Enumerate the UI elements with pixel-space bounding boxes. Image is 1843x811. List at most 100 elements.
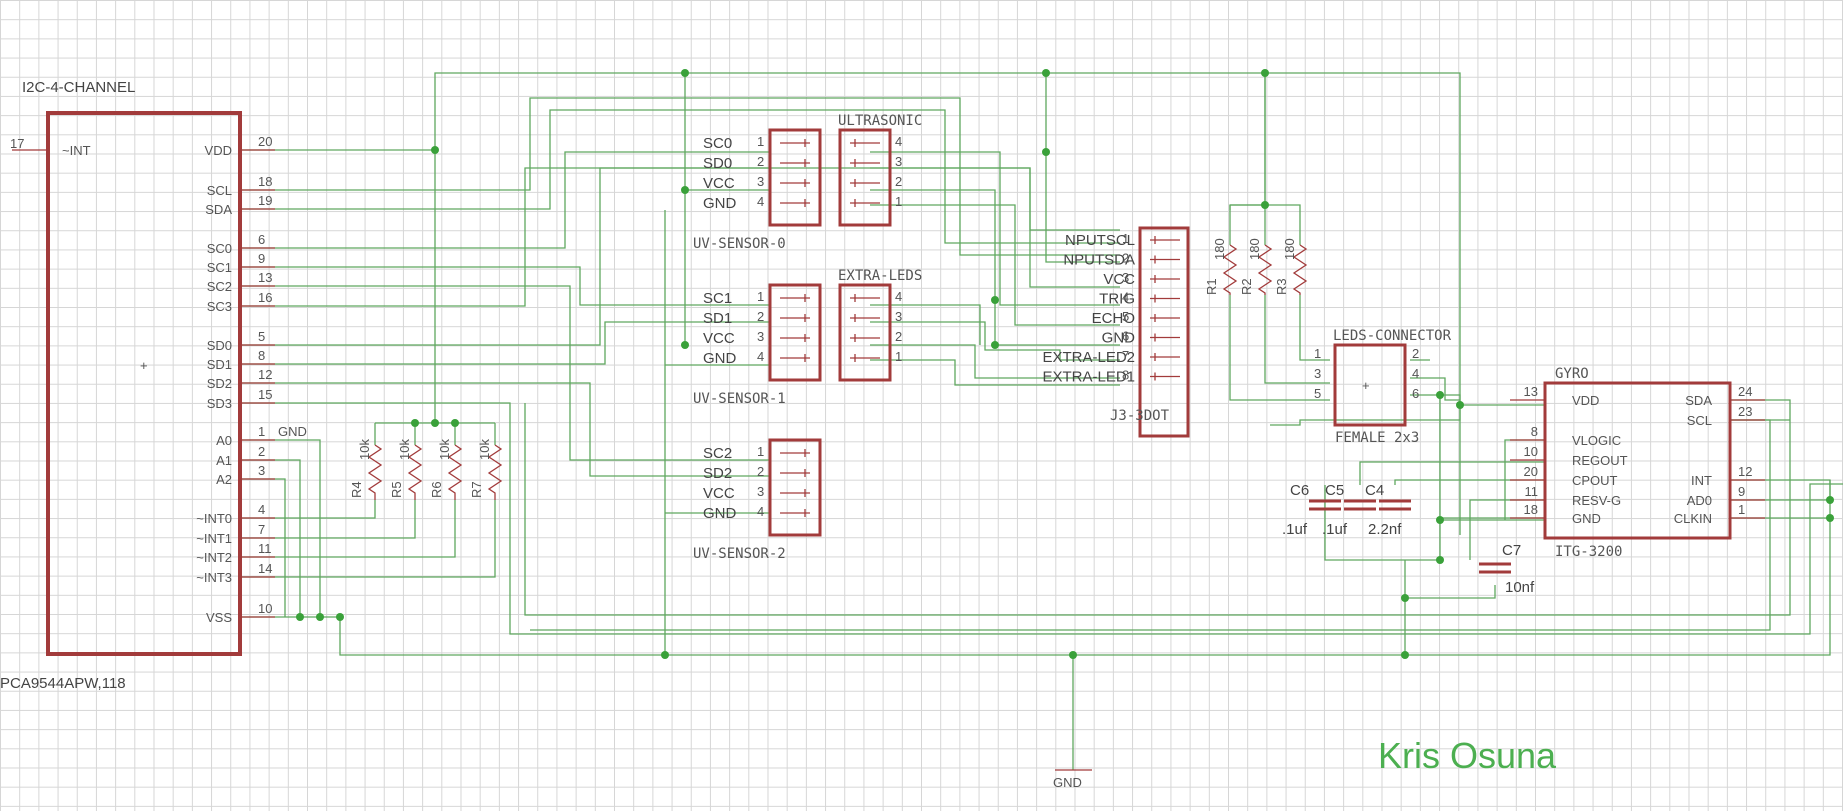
uv-pin-number: 1 [757, 134, 764, 149]
gyro-pin-label: SCL [1687, 413, 1712, 428]
gyro-pin-label: VDD [1572, 393, 1599, 408]
resistor-r2[interactable] [1257, 244, 1273, 295]
resistor-r1[interactable] [1222, 244, 1238, 295]
pin-number: 5 [1314, 386, 1321, 401]
uv-pin-number: 1 [757, 444, 764, 459]
resistor-value: 10k [437, 439, 452, 460]
pca-pin-number: 6 [258, 232, 265, 247]
pca-pin-label: ~INT2 [196, 550, 232, 565]
pca-pin-label: VSS [206, 610, 232, 625]
resistor-r5[interactable] [407, 444, 423, 500]
header-pin-number: 1 [895, 349, 902, 364]
gyro-pin-label: AD0 [1687, 493, 1712, 508]
pca-pin-label: SC1 [207, 260, 232, 275]
resistor-name: R5 [389, 481, 404, 498]
uv-pin-label: SD2 [703, 465, 732, 482]
uv-pin-number: 2 [757, 309, 764, 324]
capacitor-c4[interactable]: C42.2nf [1365, 482, 1411, 538]
resistor-name: R2 [1239, 278, 1254, 295]
pca-pin-number: 4 [258, 502, 265, 517]
uv-pin-label: SC1 [703, 290, 732, 307]
resistor-value: 10k [357, 439, 372, 460]
chip-gyro[interactable]: GYRO ITG-3200 13VDD8VLOGIC10REGOUT20CPOU… [1510, 366, 1765, 560]
uv-pin-label: VCC [703, 330, 735, 347]
connector-leds[interactable]: LEDS-CONNECTOR FEMALE 2x3 1 3 5 2 4 6 + [1314, 328, 1452, 446]
gyro-pin-label: INT [1691, 473, 1712, 488]
j3-pin-number: 7 [1122, 348, 1129, 363]
pca-pin-label: A0 [216, 433, 232, 448]
capacitor-name: C5 [1325, 482, 1344, 499]
pca-pin-number: 19 [258, 193, 272, 208]
wires [240, 72, 1843, 770]
pca-pin-number: 16 [258, 290, 272, 305]
uv-pin-label: VCC [703, 175, 735, 192]
gyro-pin-label: CPOUT [1572, 473, 1618, 488]
uv-sensor-title: UV-SENSOR-0 [693, 236, 786, 252]
header-pin-number: 3 [895, 309, 902, 324]
connector-j3[interactable]: NPUTSCL1NPUTSDA2VCC3TRIG4ECHO5GND6EXTRA-… [1042, 226, 1190, 438]
uv-pin-number: 3 [757, 174, 764, 189]
resistor-name: R6 [429, 481, 444, 498]
header-pin-number: 1 [895, 194, 902, 209]
uv-pin-label: GND [703, 195, 737, 212]
resistor-r7[interactable] [487, 444, 503, 500]
chip-center-mark: + [140, 358, 148, 373]
pca-pin-label: SD1 [207, 357, 232, 372]
pca-pin-number: 8 [258, 348, 265, 363]
pca-pin-list: VDD20SCL18SDA19SC06SC19SC213SC316SD05SD1… [196, 134, 307, 625]
uv-pin-number: 1 [757, 289, 764, 304]
pin-number: 1 [1314, 346, 1321, 361]
pca-pin-number: 1 [258, 424, 265, 439]
capacitor-c6[interactable]: C6.1uf [1282, 482, 1341, 538]
pca-pin-number: 18 [258, 174, 272, 189]
pca-pin-extra: GND [278, 424, 307, 439]
gyro-pin-label: REGOUT [1572, 453, 1628, 468]
resistor-value: 180 [1247, 238, 1262, 260]
chip-pca9544[interactable]: I2C-4-CHANNEL PCA9544APW,118 17 ~INT + V… [0, 79, 307, 692]
gnd-symbol: GND [1053, 769, 1092, 790]
header-title: EXTRA-LEDS [838, 268, 922, 284]
pca-pin-number: 12 [258, 367, 272, 382]
header-pin-number: 2 [895, 174, 902, 189]
gyro-pin-list: 13VDD8VLOGIC10REGOUT20CPOUT11RESV-G18GND… [1510, 384, 1765, 526]
j3-pin-number: 6 [1122, 329, 1129, 344]
leds-connector-title: LEDS-CONNECTOR [1333, 328, 1452, 344]
pca-pin-number: 14 [258, 561, 272, 576]
uv-pin-label: SC0 [703, 135, 732, 152]
resistor-r3[interactable] [1292, 244, 1308, 295]
pca-pin-number: 2 [258, 444, 265, 459]
gyro-pin-number: 18 [1524, 502, 1538, 517]
gyro-pin-number: 20 [1524, 464, 1538, 479]
gyro-pin-label: SDA [1685, 393, 1712, 408]
gyro-title: GYRO [1555, 366, 1589, 382]
chip-pca9544-part: PCA9544APW,118 [0, 675, 126, 692]
j3-pin-label: EXTRA-LED2 [1042, 349, 1135, 366]
pca-pin-label: SD2 [207, 376, 232, 391]
pca-pin-label: SC0 [207, 241, 232, 256]
uv-pin-number: 4 [757, 504, 764, 519]
uv-pin-label: SC2 [703, 445, 732, 462]
pca-pin-label: ~INT1 [196, 531, 232, 546]
uv-pin-label: GND [703, 505, 737, 522]
pca-pin-number: 5 [258, 329, 265, 344]
resistor-r6[interactable] [447, 444, 463, 500]
j3-pin-list: NPUTSCL1NPUTSDA2VCC3TRIG4ECHO5GND6EXTRA-… [1042, 231, 1180, 386]
capacitor-c5[interactable]: C5.1uf [1322, 482, 1376, 538]
gyro-part: ITG-3200 [1555, 544, 1622, 560]
j3-pin-label: ECHO [1092, 310, 1135, 327]
pca-pin-label: SDA [205, 202, 232, 217]
resistor-r4[interactable] [367, 444, 383, 500]
chip-pca9544-title: I2C-4-CHANNEL [22, 79, 135, 96]
